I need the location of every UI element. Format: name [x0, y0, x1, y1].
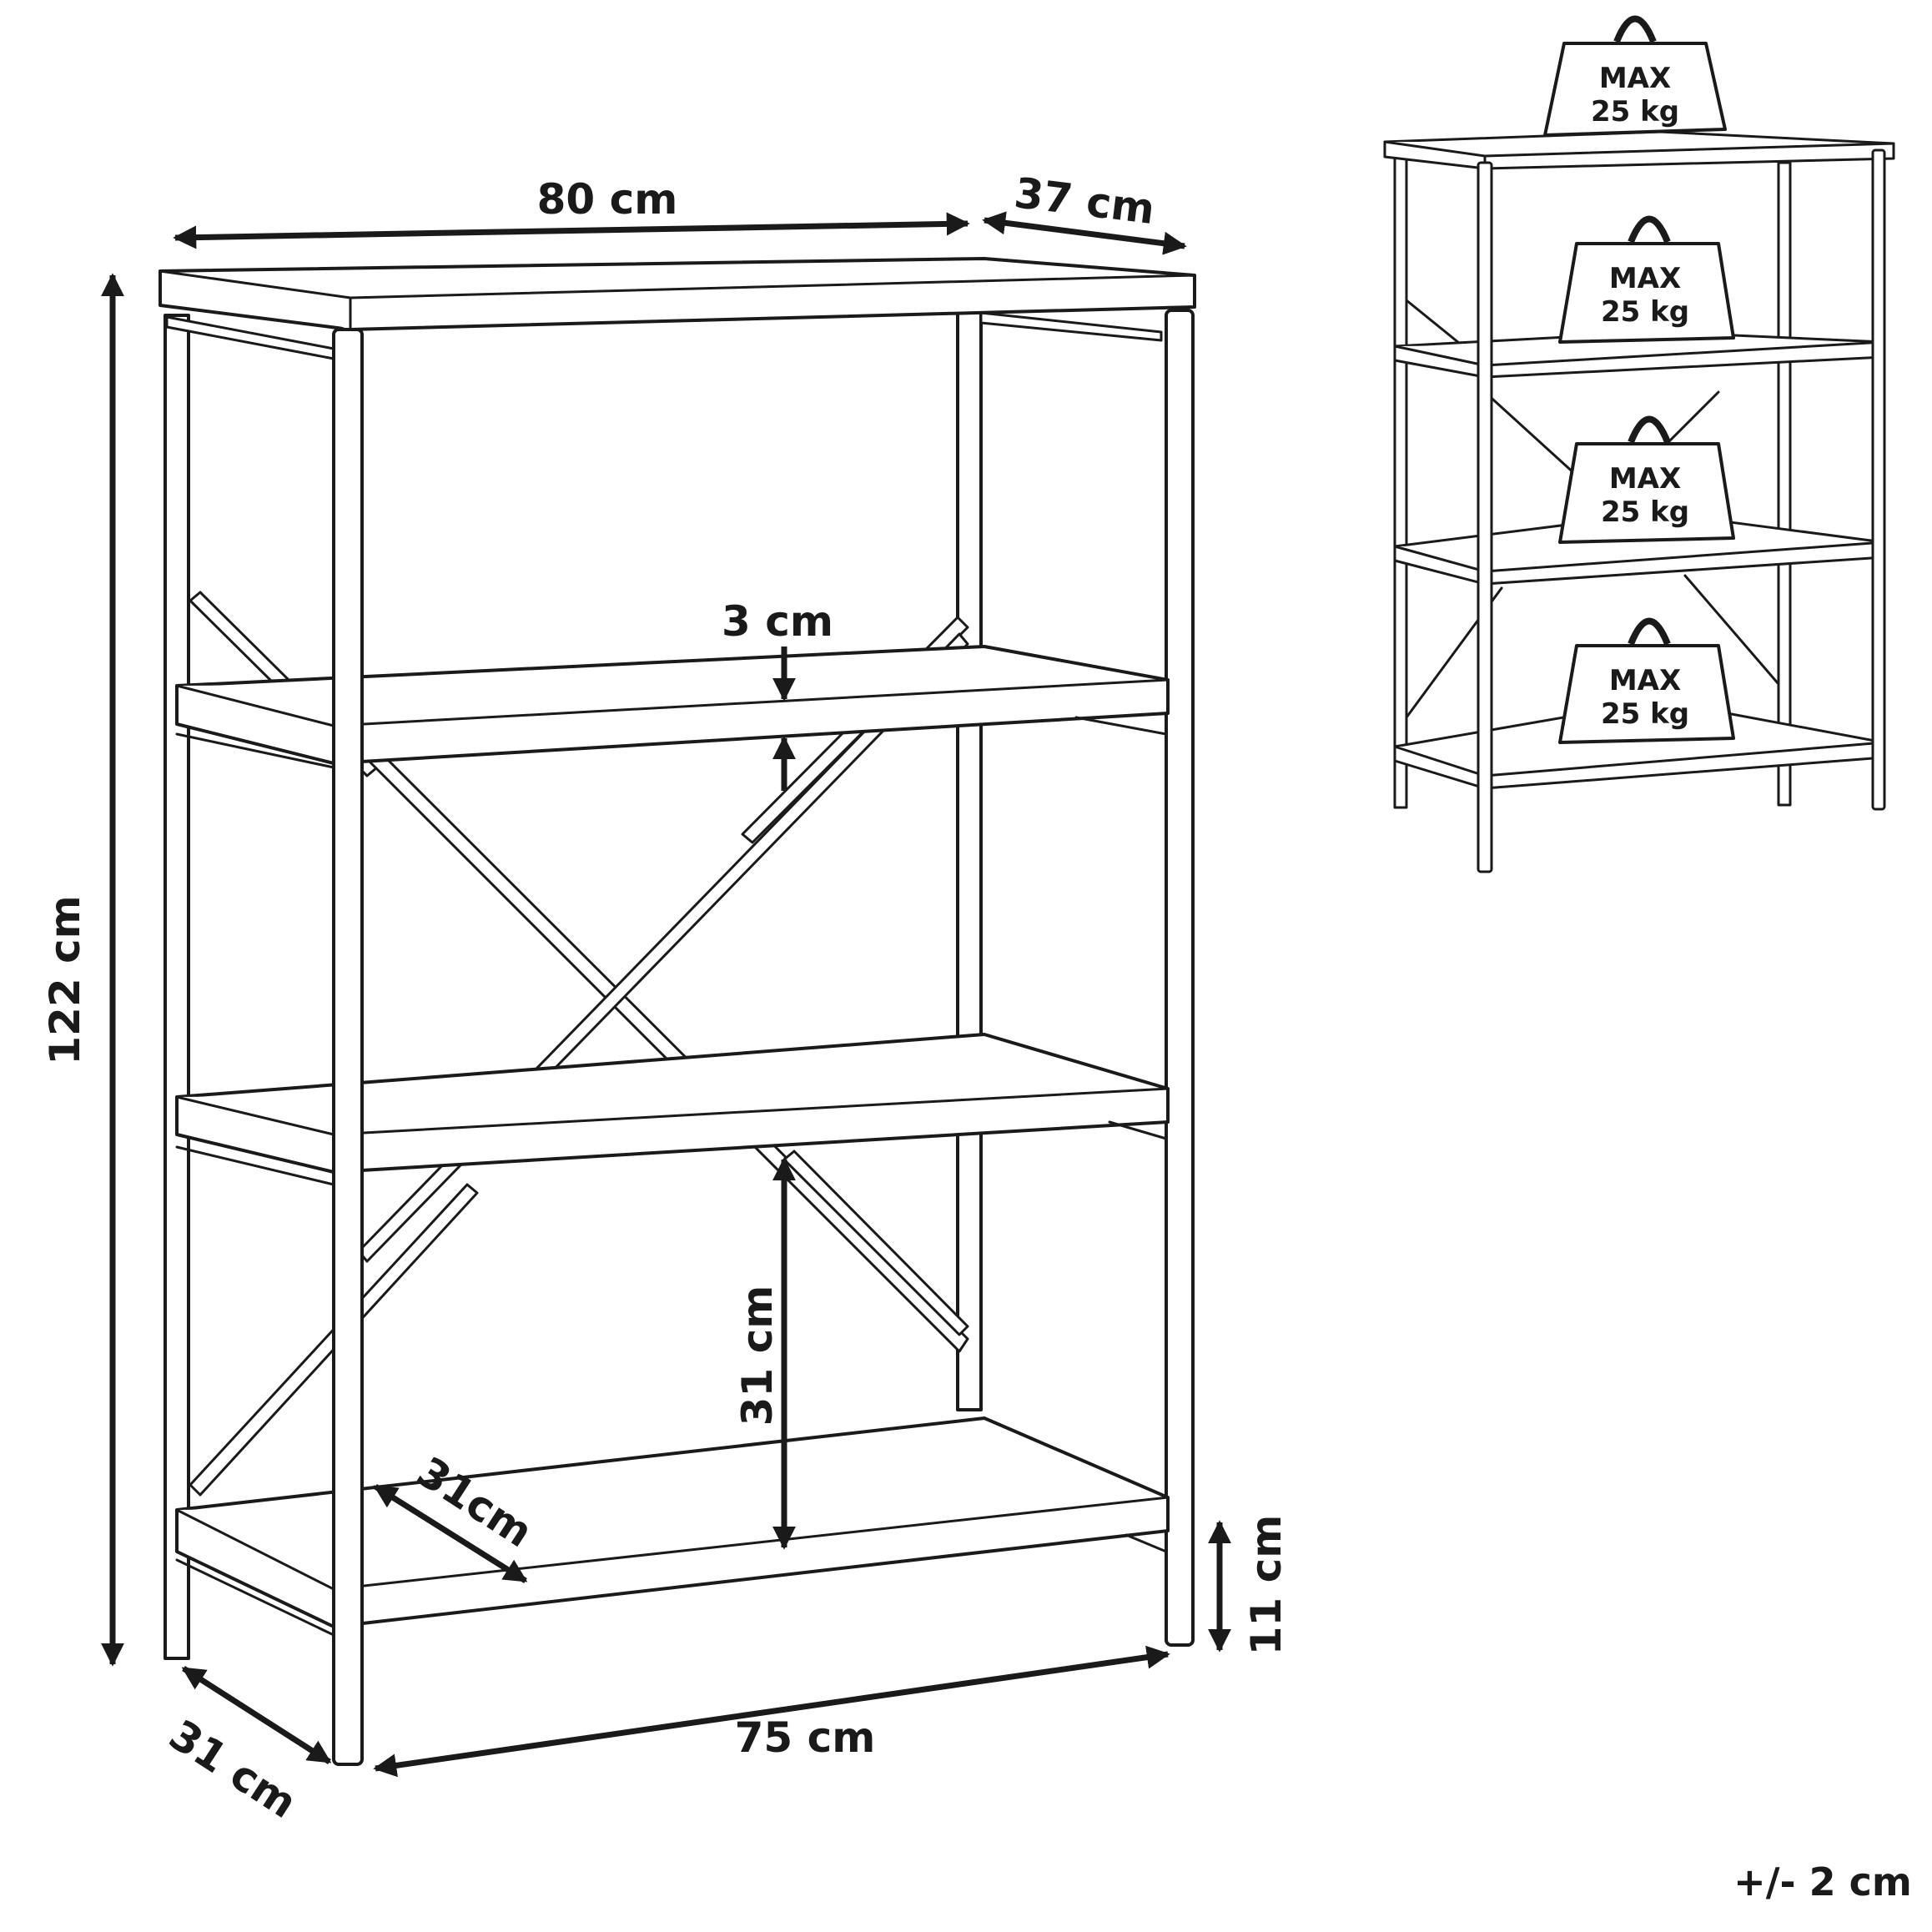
side-bar — [175, 1145, 335, 1186]
top-board-edge — [158, 269, 352, 331]
back-leg — [1777, 161, 1792, 807]
weight-max-label: MAX — [1599, 62, 1671, 95]
height-label: 122 cm — [41, 895, 89, 1065]
front-leg — [1477, 161, 1493, 873]
frame-depth-arrow — [181, 1666, 332, 1764]
side-bar — [1074, 716, 1168, 736]
weight-kg-label: 25 kg — [1601, 295, 1689, 329]
side-bar — [979, 311, 1163, 342]
frame-width-arrow — [373, 1645, 1170, 1778]
back-right-leg — [956, 307, 983, 1411]
back-leg — [1393, 155, 1408, 809]
front-right-leg — [1165, 309, 1195, 1647]
side-bar — [175, 1558, 335, 1637]
front-leg — [1871, 148, 1886, 811]
clearance-label: 11 cm — [1242, 1515, 1291, 1656]
cross-brace — [782, 1150, 969, 1336]
side-bar — [1124, 1533, 1168, 1553]
weight-max-label: MAX — [1609, 262, 1681, 295]
back-left-leg — [164, 314, 190, 1660]
top-board — [158, 257, 1196, 331]
side-bar — [175, 732, 335, 769]
weight-kg-label: 25 kg — [1591, 95, 1679, 128]
tolerance-label: +/- 2 cm — [1733, 1859, 1912, 1904]
width-label: 80 cm — [537, 175, 678, 224]
thickness-label: 3 cm — [722, 597, 833, 646]
weight-top: MAX 25 kg — [1543, 15, 1727, 137]
top-board-edge — [349, 274, 1196, 299]
gap-label: 31 cm — [733, 1285, 782, 1426]
weight-max-label: MAX — [1609, 664, 1681, 697]
weight-shelf-2: MAX 25 kg — [1558, 415, 1735, 544]
frame-depth-label: 31 cm — [161, 1710, 305, 1828]
weight-shelf-3: MAX 25 kg — [1558, 617, 1735, 744]
side-bar — [1108, 1120, 1168, 1140]
frame-width-label: 75 cm — [735, 1713, 876, 1762]
main-bookcase-drawing — [158, 257, 1196, 1766]
weight-kg-label: 25 kg — [1601, 697, 1689, 731]
weight-shelf-1: MAX 25 kg — [1558, 215, 1735, 344]
load-capacity-drawing: MAX 25 kg MAX 25 kg MAX 25 kg MAX 25 kg — [1383, 15, 1895, 873]
weight-kg-label: 25 kg — [1601, 496, 1689, 529]
shelf-depth-arrow — [373, 1484, 528, 1583]
front-left-leg — [332, 328, 364, 1766]
depth-arrow — [982, 211, 1187, 255]
weight-max-label: MAX — [1609, 462, 1681, 496]
width-arrow — [173, 212, 970, 249]
